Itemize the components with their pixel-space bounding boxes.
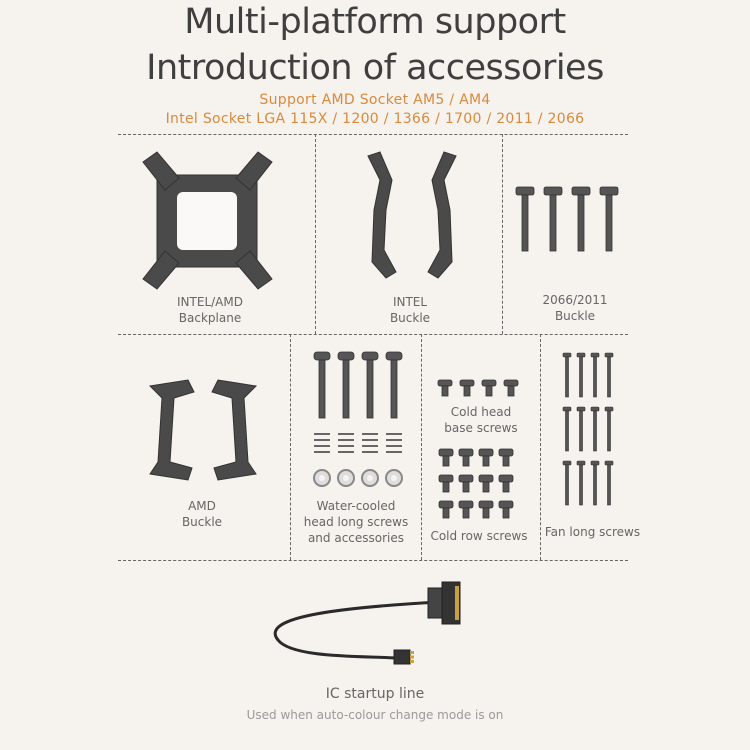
fan-long-screws-image [562, 352, 614, 506]
intel-buckle-image [367, 151, 457, 279]
cold-row-label: Cold row screws [430, 529, 528, 543]
divider-top [118, 134, 628, 135]
divider-v2 [502, 134, 503, 334]
divider-bottom [118, 560, 628, 561]
ic-startup-title: IC startup line [325, 686, 425, 702]
amd-support-text: Support AMD Socket AM5 / AM4 [259, 92, 491, 108]
backplane-image [142, 151, 273, 290]
divider-v5 [540, 334, 541, 560]
ic-startup-cable-image [273, 581, 461, 665]
divider-middle [118, 334, 628, 335]
intel-support-text: Intel Socket LGA 115X / 1200 / 1366 / 17… [165, 111, 585, 127]
page-title-line1: Multi-platform support [184, 2, 566, 42]
amd-buckle-image [148, 379, 258, 481]
page-title-line2: Introduction of accessories [146, 48, 604, 88]
cold-row-screws-image [438, 448, 514, 519]
buckle-2066-screws-image [515, 186, 619, 252]
fan-long-label: Fan long screws [544, 525, 641, 539]
ic-startup-subtitle: Used when auto-colour change mode is on [246, 708, 504, 722]
divider-v3 [290, 334, 291, 560]
water-cooled-screws-image [313, 351, 403, 487]
cold-head-screws-image [437, 379, 519, 397]
divider-v4 [421, 334, 422, 560]
divider-v1 [315, 134, 316, 334]
